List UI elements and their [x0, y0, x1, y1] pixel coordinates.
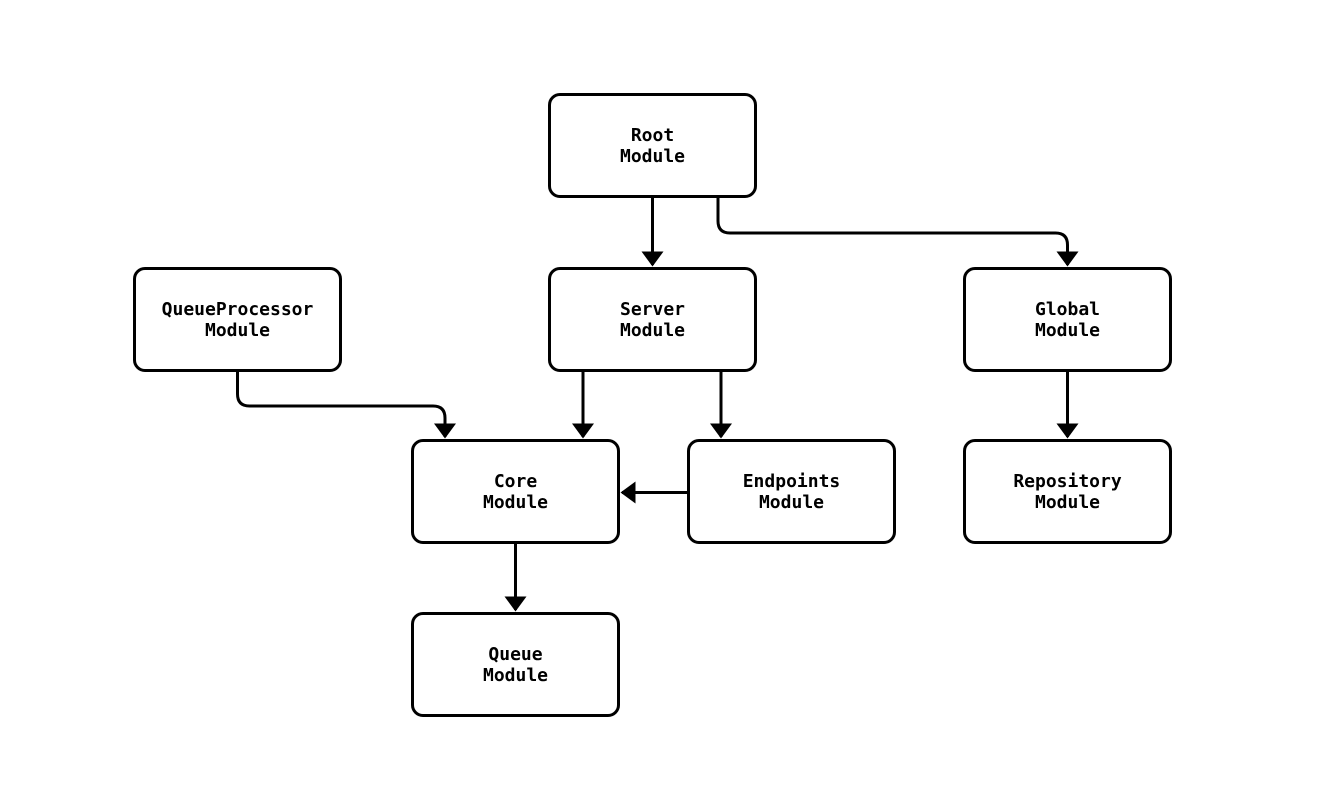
node-core-module: Core Module: [411, 439, 620, 544]
node-server-module-label: Server Module: [620, 299, 685, 341]
node-root-module: Root Module: [548, 93, 757, 198]
node-queueprocessor-module-label: QueueProcessor Module: [162, 299, 314, 341]
node-label-line: Module: [482, 664, 549, 686]
node-repository-module: Repository Module: [963, 439, 1172, 544]
node-queue-module-label: Queue Module: [483, 644, 548, 686]
node-queue-module: Queue Module: [411, 612, 620, 717]
node-label-line: Module: [204, 319, 271, 341]
node-repository-module-label: Repository Module: [1013, 471, 1121, 513]
node-label-line: Module: [1034, 319, 1101, 341]
node-label-line: Server: [619, 298, 686, 320]
node-label-line: Repository: [1013, 470, 1122, 492]
node-label-line: Global: [1034, 298, 1101, 320]
node-endpoints-module-label: Endpoints Module: [743, 471, 841, 513]
node-label-line: QueueProcessor: [161, 298, 314, 320]
node-label-line: Core: [493, 470, 538, 492]
node-queueprocessor-module: QueueProcessor Module: [133, 267, 342, 372]
node-server-module: Server Module: [548, 267, 757, 372]
node-label-line: Queue: [488, 643, 543, 665]
node-label-line: Module: [482, 491, 549, 513]
node-endpoints-module: Endpoints Module: [687, 439, 896, 544]
node-root-module-label: Root Module: [620, 125, 685, 167]
node-core-module-label: Core Module: [483, 471, 548, 513]
node-label-line: Module: [758, 491, 824, 513]
node-label-line: Endpoints: [742, 470, 841, 492]
node-label-line: Module: [619, 319, 686, 341]
node-global-module-label: Global Module: [1035, 299, 1100, 341]
node-label-line: Module: [1034, 491, 1101, 513]
edge-root-to-global-arrow: [716, 198, 1079, 267]
node-global-module: Global Module: [963, 267, 1172, 372]
node-label-line: Root: [630, 124, 675, 146]
edge-queueprocessor-to-core-arrow: [236, 372, 456, 439]
node-label-line: Module: [619, 145, 686, 167]
